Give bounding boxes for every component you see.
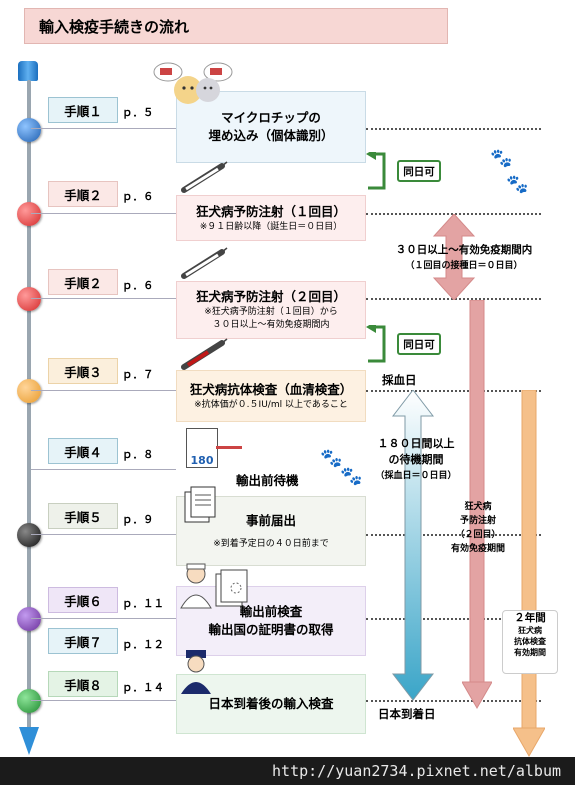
step-page-5: ｐ．８ [122, 449, 154, 461]
step-label-7: 手順６ [48, 587, 118, 613]
rabies-valid-label: 狂犬病 予防注射 （２回目） 有効免疫期間 [450, 502, 505, 554]
connector-3 [31, 298, 176, 299]
antibody-note: ※抗体価が０.５IU/ml 以上であること [194, 399, 348, 410]
calendar-pages-icon [216, 446, 242, 469]
export-inspection-line1: 輸出前検査 [239, 604, 303, 619]
certificate-icon [214, 568, 250, 614]
connector-7 [31, 618, 176, 619]
connector-1 [31, 128, 176, 129]
paw-print-icon-3: 🐾 [320, 448, 343, 469]
interval-label: ３０日以上～有効免疫期間内 （１回目の接種日＝０日目） [395, 244, 533, 271]
timeline-node-4 [17, 379, 41, 403]
step-page-2: ｐ．６ [122, 191, 154, 203]
dotted-line-7 [366, 700, 541, 702]
page-title-text: 輸入検疫手続きの流れ [39, 17, 190, 36]
step-page-9: ｐ．１４ [122, 682, 164, 694]
step-page-7: ｐ．１１ [122, 598, 164, 610]
timeline-end-arrow [17, 727, 41, 761]
connector-5 [31, 469, 176, 470]
step-label-5: 手順４ [48, 438, 118, 464]
timeline-node-6 [17, 607, 41, 631]
officer-icon [178, 648, 214, 700]
rabies1-note: ※９１日齢以降（誕生日＝０日目） [199, 221, 343, 232]
syringe-icon [178, 160, 228, 198]
step-label-4: 手順３ [48, 358, 118, 384]
export-inspection-line2: 輸出国の証明書の取得 [208, 622, 334, 637]
dog-cat-illustration [150, 56, 240, 112]
connector-6 [31, 534, 176, 535]
two-year-label: ２年間 狂犬病 抗体検査 有効期間 [502, 610, 558, 674]
same-day-badge-1: 同日可 [397, 160, 441, 182]
dotted-line-5 [366, 534, 541, 536]
microchip-line2: 埋め込み（個体識別） [208, 128, 334, 143]
rabies2-note2: ３０日以上～有効免疫期間内 [212, 320, 330, 330]
dotted-line-6 [366, 618, 541, 620]
same-day-bracket-1 [366, 148, 398, 194]
timeline-node-2 [17, 202, 41, 226]
box-import-inspection: 日本到着後の輸入検査 [176, 674, 366, 734]
wait-period-arrow [391, 389, 435, 706]
blood-syringe-icon [178, 337, 228, 375]
box-antibody: 狂犬病抗体検査（血清検査） ※抗体価が０.５IU/ml 以上であること [176, 370, 366, 422]
import-inspection-main: 日本到着後の輸入検査 [208, 696, 334, 711]
notice-main: 事前届出 [245, 512, 296, 528]
watermark-url: http://yuan2734.pixnet.net/album [0, 757, 575, 785]
step-page-3: ｐ．６ [122, 280, 154, 292]
connector-2 [31, 213, 176, 214]
same-day-bracket-2 [366, 321, 398, 367]
step-label-2: 手順２ [48, 181, 118, 207]
microchip-line1: マイクロチップの [221, 110, 321, 125]
two-year-arrow [512, 389, 546, 764]
paw-print-icon-2: 🐾 [506, 174, 529, 195]
syringe-icon-2 [178, 246, 228, 284]
calendar-icon: 180 [186, 428, 218, 468]
timeline-node-1 [17, 118, 41, 142]
box-microchip: マイクロチップの 埋め込み（個体識別） [176, 91, 366, 163]
box-export-inspection: 輸出前検査 輸出国の証明書の取得 [176, 586, 366, 656]
paw-print-icon: 🐾 [490, 148, 513, 169]
step-label-8: 手順７ [48, 628, 118, 654]
calendar-number: 180 [190, 454, 214, 467]
paw-print-icon-4: 🐾 [340, 466, 363, 487]
rabies1-main: 狂犬病予防注射（１回目） [195, 203, 346, 219]
rabies2-main: 狂犬病予防注射（２回目） [195, 289, 346, 304]
interval-arrow [432, 213, 476, 304]
waiting-label: 輸出前待機 [236, 473, 299, 488]
rabies-valid-arrow [461, 299, 493, 714]
step-page-4: ｐ．７ [122, 369, 154, 381]
step-label-3: 手順２ [48, 269, 118, 295]
step-label-1: 手順１ [48, 97, 118, 123]
box-rabies-2: 狂犬病予防注射（２回目） ※狂犬病予防注射（１回目）から ３０日以上～有効免疫期… [176, 281, 366, 339]
box-rabies-1: 狂犬病予防注射（１回目） ※９１日齢以降（誕生日＝０日目） [176, 195, 366, 241]
inspector-icon [178, 562, 214, 614]
step-label-9: 手順８ [48, 671, 118, 697]
timeline-node-7 [17, 689, 41, 713]
antibody-main: 狂犬病抗体検査（血清検査） [189, 381, 353, 397]
connector-4 [31, 390, 176, 391]
dotted-line-1 [366, 128, 541, 130]
arrival-day-label: 日本到着日 [378, 707, 436, 721]
wait-period-label: １８０日間以上 の待機期間 （採血日＝０日目） [375, 437, 457, 481]
connector-8 [31, 700, 176, 701]
notice-note: ※到着予定日の４０日前まで [213, 538, 329, 549]
timeline-node-3 [17, 287, 41, 311]
rabies2-note1: ※狂犬病予防注射（１回目）から [204, 307, 338, 317]
step-page-8: ｐ．１２ [122, 639, 164, 651]
dotted-line-4 [366, 390, 541, 392]
blood-day-label: 採血日 [382, 373, 417, 387]
step-page-1: ｐ．５ [122, 107, 154, 119]
step-label-6: 手順５ [48, 503, 118, 529]
timeline-node-5 [17, 523, 41, 547]
timeline-start-cap [18, 61, 38, 81]
document-icon [183, 486, 217, 528]
page-title: 輸入検疫手続きの流れ [24, 8, 448, 44]
watermark-url-text: http://yuan2734.pixnet.net/album [272, 762, 561, 780]
timeline-line [27, 80, 31, 740]
same-day-badge-2: 同日可 [397, 333, 441, 355]
step-page-6: ｐ．９ [122, 514, 154, 526]
